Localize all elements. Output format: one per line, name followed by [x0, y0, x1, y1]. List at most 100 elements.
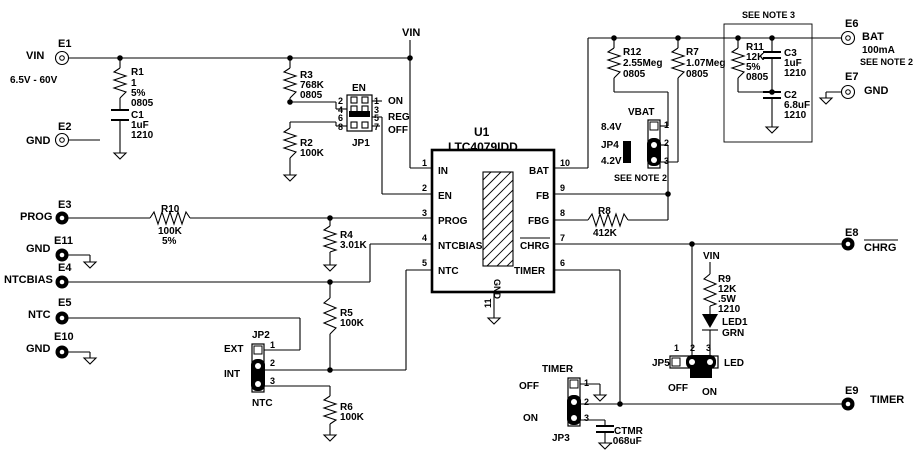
- junction-dots: [117, 35, 775, 407]
- e9-net: TIMER: [870, 394, 904, 406]
- pin-name-timer: TIMER: [514, 266, 546, 277]
- resistor-r10: [149, 210, 191, 226]
- resistor-r5: [322, 297, 338, 335]
- gnd-e11-icon: [82, 255, 98, 269]
- jp5-pin-1: 1: [674, 343, 679, 353]
- capacitor-ctmr: [596, 425, 614, 433]
- pin-name-in: IN: [438, 166, 448, 177]
- jp5-shunt: [686, 355, 716, 369]
- c1-package: 1210: [131, 130, 154, 141]
- e11-net: GND: [26, 243, 51, 255]
- r1-ref: R1: [131, 67, 144, 78]
- r2-ref: R2: [300, 138, 313, 149]
- r2-value: 100K: [300, 148, 325, 159]
- pin-num-3: 3: [422, 208, 427, 218]
- jp4-pin-1: 1: [664, 120, 669, 130]
- jumper-jp1: EN JP1 2 4 6 8 1 3 5 7 ON REG OFF: [338, 83, 410, 149]
- e7-net: GND: [864, 85, 889, 97]
- resistor-r2: [282, 127, 298, 159]
- resistor-r12: [606, 47, 622, 79]
- terminal-e3-icon: [55, 211, 69, 225]
- jumper-jp5: JP5 1 2 3 LED OFF ON: [652, 343, 744, 398]
- r1-value: 1: [131, 78, 137, 89]
- c2-ref: C2: [784, 90, 797, 101]
- jp1-pin-5: 5: [374, 113, 379, 123]
- note3-box: [723, 23, 813, 143]
- terminal-e2-icon: [54, 132, 70, 148]
- r8-value: 412K: [593, 228, 618, 239]
- jp5-pin-2: 2: [690, 343, 695, 353]
- gnd-c2-icon: [764, 124, 780, 134]
- jp1-pin-4: 4: [338, 105, 343, 115]
- pin-name-bat: BAT: [529, 166, 549, 177]
- terminal-e4-icon: [55, 275, 69, 289]
- pin-num-10: 10: [560, 158, 570, 168]
- r3-package: 0805: [300, 90, 323, 101]
- jp3-option-off: OFF: [519, 381, 539, 392]
- r5-value: 100K: [340, 318, 365, 329]
- capacitor-c1: [111, 109, 129, 121]
- r4-value: 3.01K: [340, 240, 367, 251]
- pin-num-9: 9: [560, 183, 565, 193]
- e4-ref: E4: [58, 262, 72, 274]
- ground-symbols: [82, 92, 834, 450]
- jp1-shunt: [349, 111, 370, 117]
- terminal-e10-icon: [55, 345, 69, 359]
- e10-net: GND: [26, 343, 51, 355]
- c2-package: 1210: [784, 110, 807, 121]
- terminal-e7-icon: [840, 84, 856, 100]
- jp3-pin-3: 3: [584, 413, 589, 423]
- jp1-option-on: ON: [388, 96, 403, 107]
- e5-net: NTC: [28, 309, 51, 321]
- jp1-pin-8: 8: [338, 122, 343, 132]
- jp1-title: EN: [352, 83, 366, 94]
- jp1-pin-3: 3: [374, 105, 379, 115]
- jp1-pin-6: 6: [338, 113, 343, 123]
- jp2-option-ntc: NTC: [252, 398, 273, 409]
- pin-num-8: 8: [560, 208, 565, 218]
- r7-ref: R7: [686, 47, 699, 58]
- jp3-title: TIMER: [542, 364, 574, 375]
- jumper-jp2: JP2 EXT INT NTC 1 2 3: [224, 330, 275, 409]
- pin-num-7: 7: [560, 233, 565, 243]
- c3-package: 1210: [784, 68, 807, 79]
- c1-value: 1uF: [131, 120, 149, 131]
- terminal-e11-icon: [55, 248, 69, 262]
- gnd-r4-icon: [322, 262, 338, 272]
- gnd-r2-icon: [282, 172, 298, 182]
- component-labels: R1 1 5% 0805 C1 1uF 1210 R3 768K 0805 R2…: [131, 42, 810, 447]
- e4-net: NTCBIAS: [4, 274, 53, 286]
- r11-ref: R11: [746, 42, 764, 53]
- ic-part-number: LTC4079IDD: [448, 140, 518, 154]
- r10-tolerance: 5%: [162, 236, 177, 247]
- jp1-option-reg: REG: [388, 112, 410, 123]
- terminal-e1-icon: [54, 50, 70, 66]
- jp1-pin-7: 7: [374, 122, 379, 132]
- e6-net: BAT: [862, 31, 884, 43]
- terminal-e5-icon: [55, 311, 69, 325]
- terminal-e8-icon: [841, 237, 855, 251]
- jp2-pin-1: 1: [270, 340, 275, 350]
- r11-value: 12K: [746, 52, 765, 63]
- resistor-r11: [730, 47, 746, 79]
- r1-package: 0805: [131, 98, 154, 109]
- jp4-title: VBAT: [628, 107, 654, 118]
- r4-ref: R4: [340, 230, 353, 241]
- c3-ref: C3: [784, 48, 797, 59]
- e10-ref: E10: [54, 331, 74, 343]
- terminals: [54, 30, 856, 411]
- capacitor-c3: [763, 51, 781, 59]
- jp5-ref: JP5: [652, 358, 670, 369]
- resistors: [112, 47, 746, 425]
- resistor-r4: [322, 225, 338, 253]
- gnd-ic-icon: [486, 317, 502, 325]
- r6-value: 100K: [340, 412, 365, 423]
- e1-net: VIN: [26, 50, 44, 62]
- jumper-jp4: VBAT 8.4V JP4 4.2V SEE NOTE 2 1 2 3: [601, 107, 669, 183]
- jp4-pin-3: 3: [664, 156, 669, 166]
- r9-package: 1210: [718, 304, 741, 315]
- jp5-option-on: ON: [702, 387, 717, 398]
- jp5-pin-3: 3: [706, 343, 711, 353]
- resistor-r1: [112, 67, 128, 99]
- e9-ref: E9: [845, 385, 858, 397]
